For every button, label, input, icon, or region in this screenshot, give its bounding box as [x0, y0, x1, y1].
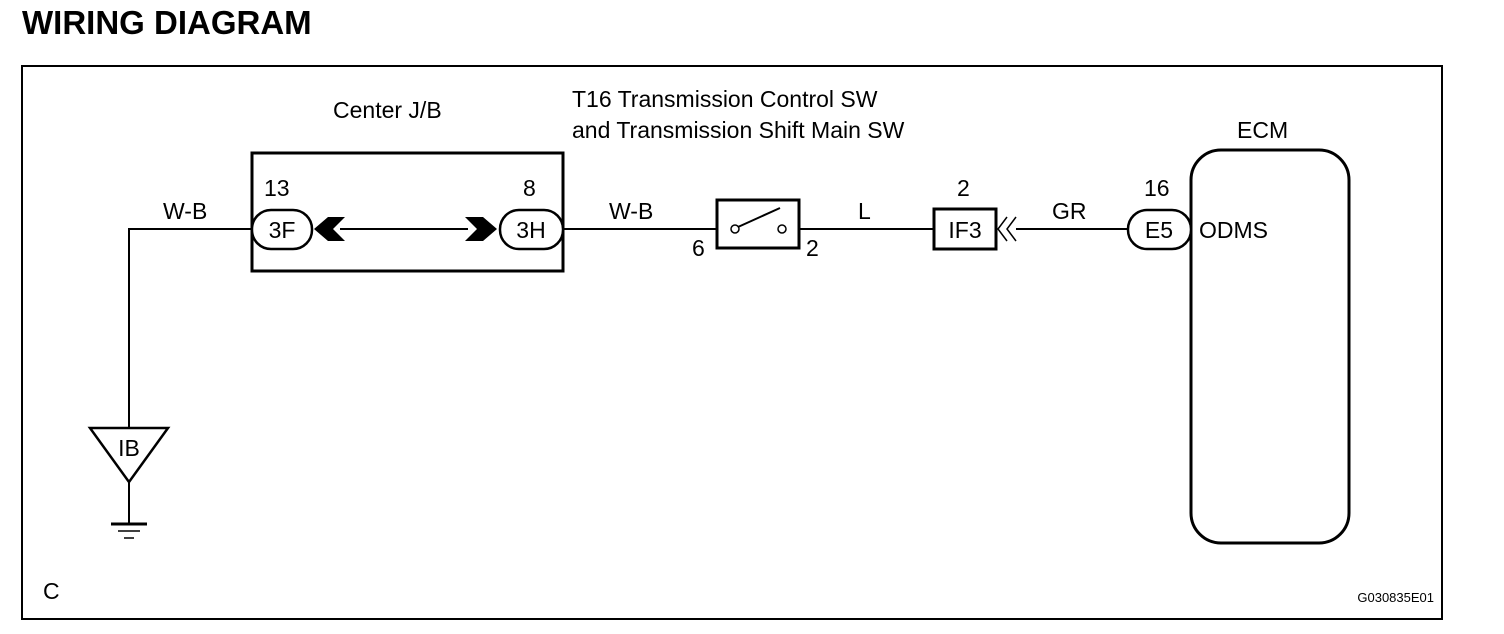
jb-right-pin: 8 — [523, 175, 536, 201]
wire-ground-to-jb — [128, 228, 252, 428]
ground-label: IB — [118, 435, 140, 461]
jb-right-connector: 3H — [516, 217, 545, 243]
wire-label-if3-to-ecm: GR — [1052, 198, 1087, 224]
page-title: WIRING DIAGRAM — [22, 4, 312, 41]
switch-label-line1: T16 Transmission Control SW — [572, 86, 878, 112]
jb-right-arrow-icon — [465, 217, 497, 241]
ground-triangle — [87, 426, 171, 485]
jb-left-connector-shape — [250, 208, 314, 251]
jb-left-arrow-icon — [314, 217, 345, 241]
if3-chevron-icon-2 — [1006, 216, 1017, 242]
switch-lever — [737, 207, 781, 228]
if3-label: IF3 — [948, 217, 981, 243]
ecm-pin: 16 — [1144, 175, 1170, 201]
ecm-terminal: ODMS — [1199, 217, 1268, 243]
ground-symbol: IB — [87, 426, 171, 539]
section-letter: C — [43, 578, 60, 604]
figure-code: G030835E01 — [1357, 590, 1434, 605]
if3-box — [932, 207, 998, 251]
switch-contact-left — [730, 224, 740, 234]
ecm-box — [1189, 148, 1351, 545]
jb-label: Center J/B — [333, 97, 442, 123]
jb-left-pin: 13 — [264, 175, 290, 201]
jb-left-connector: 3F — [269, 217, 296, 243]
ecm-label: ECM — [1237, 117, 1288, 143]
switch-contact-right — [777, 224, 787, 234]
diagram-frame — [21, 65, 1443, 620]
if3-chevron-icon-1 — [997, 216, 1008, 242]
switch-label-line2: and Transmission Shift Main SW — [572, 117, 905, 143]
switch-pin-left: 6 — [692, 235, 705, 261]
switch-pin-right: 2 — [806, 235, 819, 261]
wire-label-ground-to-jb: W-B — [163, 198, 207, 224]
ecm-connector: E5 — [1145, 217, 1173, 243]
wire-label-switch-to-if3: L — [858, 198, 871, 224]
switch-box — [715, 198, 801, 250]
if3-pin: 2 — [957, 175, 970, 201]
ecm-connector-shape — [1126, 208, 1193, 251]
wire-label-jb-to-switch: W-B — [609, 198, 653, 224]
